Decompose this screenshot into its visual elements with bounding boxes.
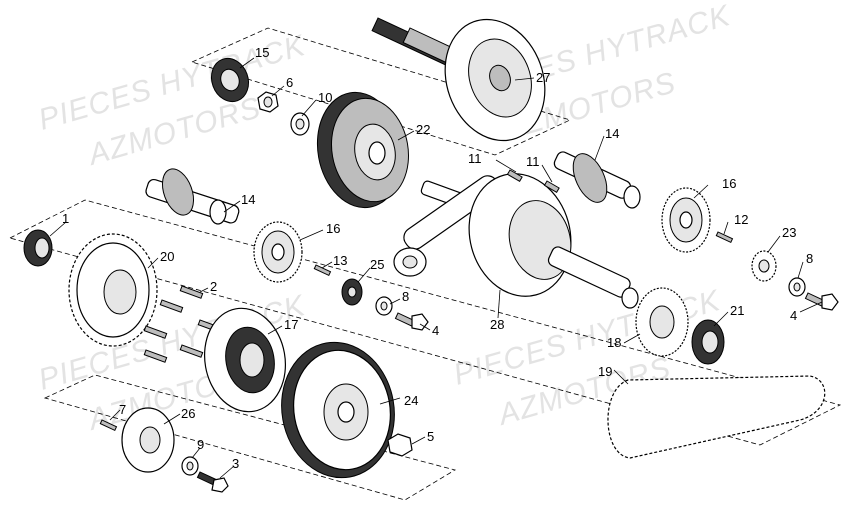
callout-24: 24 (404, 393, 419, 408)
callout-27: 27 (536, 70, 551, 85)
part-9-washer (181, 456, 199, 476)
part-25-small-gear (341, 278, 363, 306)
part-11-key (543, 180, 560, 194)
part-20-starter-gear (68, 233, 158, 347)
part-26-ratchet (121, 407, 175, 473)
callout-14: 14 (605, 126, 620, 141)
part-12-pin (715, 231, 734, 244)
part-10-washer (290, 112, 310, 136)
part-21-sprocket (691, 319, 725, 365)
part-22-clutch-assembly (316, 91, 409, 209)
part-3-bolt (196, 471, 229, 493)
callout-17: 17 (284, 317, 299, 332)
callout-28: 28 (490, 317, 505, 332)
callout-11: 11 (468, 151, 482, 166)
callout-14: 14 (241, 192, 256, 207)
part-23-washer (751, 250, 777, 282)
part-8-washer-left (375, 296, 393, 316)
part-24-flywheel (281, 341, 395, 479)
part-8-washer-right (788, 277, 806, 297)
callout-21: 21 (730, 303, 745, 318)
callout-10: 10 (318, 90, 333, 105)
callout-8: 8 (806, 251, 814, 266)
callout-18: 18 (607, 335, 622, 350)
callout-20: 20 (160, 249, 175, 264)
part-17-one-way-clutch (203, 307, 287, 413)
part-19-chain (607, 375, 826, 459)
part-15-bearing (210, 57, 250, 103)
part-6-nut (257, 91, 279, 113)
part-18-gear (635, 287, 689, 357)
callout-13: 13 (333, 253, 348, 268)
callout-19: 19 (598, 364, 613, 379)
callout-15: 15 (255, 45, 270, 60)
part-16-gear-left (253, 221, 303, 283)
part-13-pin (313, 264, 332, 277)
callout-4: 4 (790, 308, 798, 323)
callout-8: 8 (402, 289, 410, 304)
callout-23: 23 (782, 225, 797, 240)
part-14-camshaft-left (145, 168, 240, 225)
group-box-starter (8, 199, 842, 446)
part-11-key (506, 169, 523, 183)
callout-9: 9 (197, 437, 205, 452)
callout-26: 26 (181, 406, 196, 421)
part-4-bolt-left (394, 312, 429, 331)
callout-22: 22 (416, 122, 431, 137)
part-7-pin (99, 419, 118, 432)
callout-1: 1 (62, 211, 70, 226)
callout-5: 5 (427, 429, 435, 444)
callout-25: 25 (370, 257, 385, 272)
part-14-camshaft-right (553, 151, 641, 209)
part-16-gear-right (661, 187, 711, 253)
callout-12: 12 (734, 212, 749, 227)
callout-2: 2 (210, 279, 218, 294)
callout-3: 3 (232, 456, 240, 471)
callout-7: 7 (119, 402, 127, 417)
part-1-needle-bearing (23, 229, 53, 267)
part-27-clutch-drum (371, 17, 546, 142)
callout-6: 6 (286, 75, 294, 90)
group-box-oneway (43, 374, 457, 501)
part-5-nut (387, 433, 413, 457)
callout-4: 4 (432, 323, 440, 338)
part-28-crankshaft (393, 173, 639, 309)
callout-16: 16 (722, 176, 737, 191)
callout-11: 11 (526, 154, 540, 169)
callout-16: 16 (326, 221, 341, 236)
